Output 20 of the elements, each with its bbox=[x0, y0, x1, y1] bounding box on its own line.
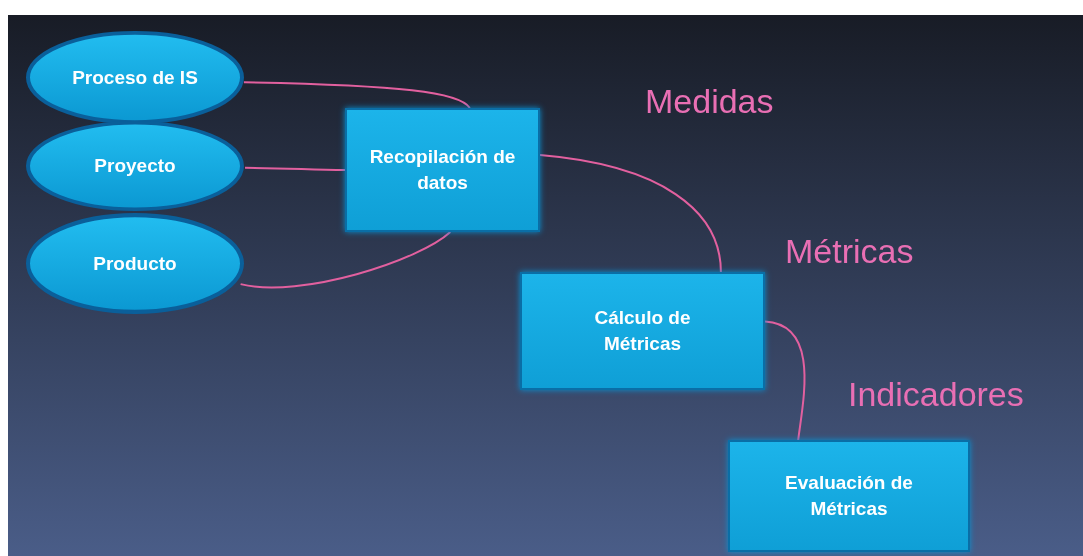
node-label: Cálculo de Métricas bbox=[593, 306, 692, 356]
connector-line bbox=[242, 81, 471, 109]
stage-label: Métricas bbox=[785, 232, 914, 271]
connector-line bbox=[764, 320, 806, 441]
connector-line bbox=[244, 166, 346, 171]
ellipse-node bbox=[25, 120, 245, 212]
node-label: Proceso de IS bbox=[71, 65, 199, 90]
process-box bbox=[345, 108, 540, 232]
ellipse-node bbox=[25, 212, 245, 315]
process-box bbox=[728, 440, 970, 552]
ellipse-node bbox=[25, 30, 245, 125]
stage-label: Medidas bbox=[645, 82, 774, 121]
connector-line bbox=[239, 231, 452, 289]
process-box bbox=[520, 272, 765, 390]
node-label: Proyecto bbox=[93, 154, 177, 179]
stage-label: Indicadores bbox=[848, 375, 1024, 414]
node-label: Evaluación de Métricas bbox=[784, 471, 914, 521]
connector-line bbox=[539, 154, 722, 273]
node-label: Producto bbox=[92, 251, 178, 276]
node-label: Recopilación de datos bbox=[368, 145, 517, 195]
